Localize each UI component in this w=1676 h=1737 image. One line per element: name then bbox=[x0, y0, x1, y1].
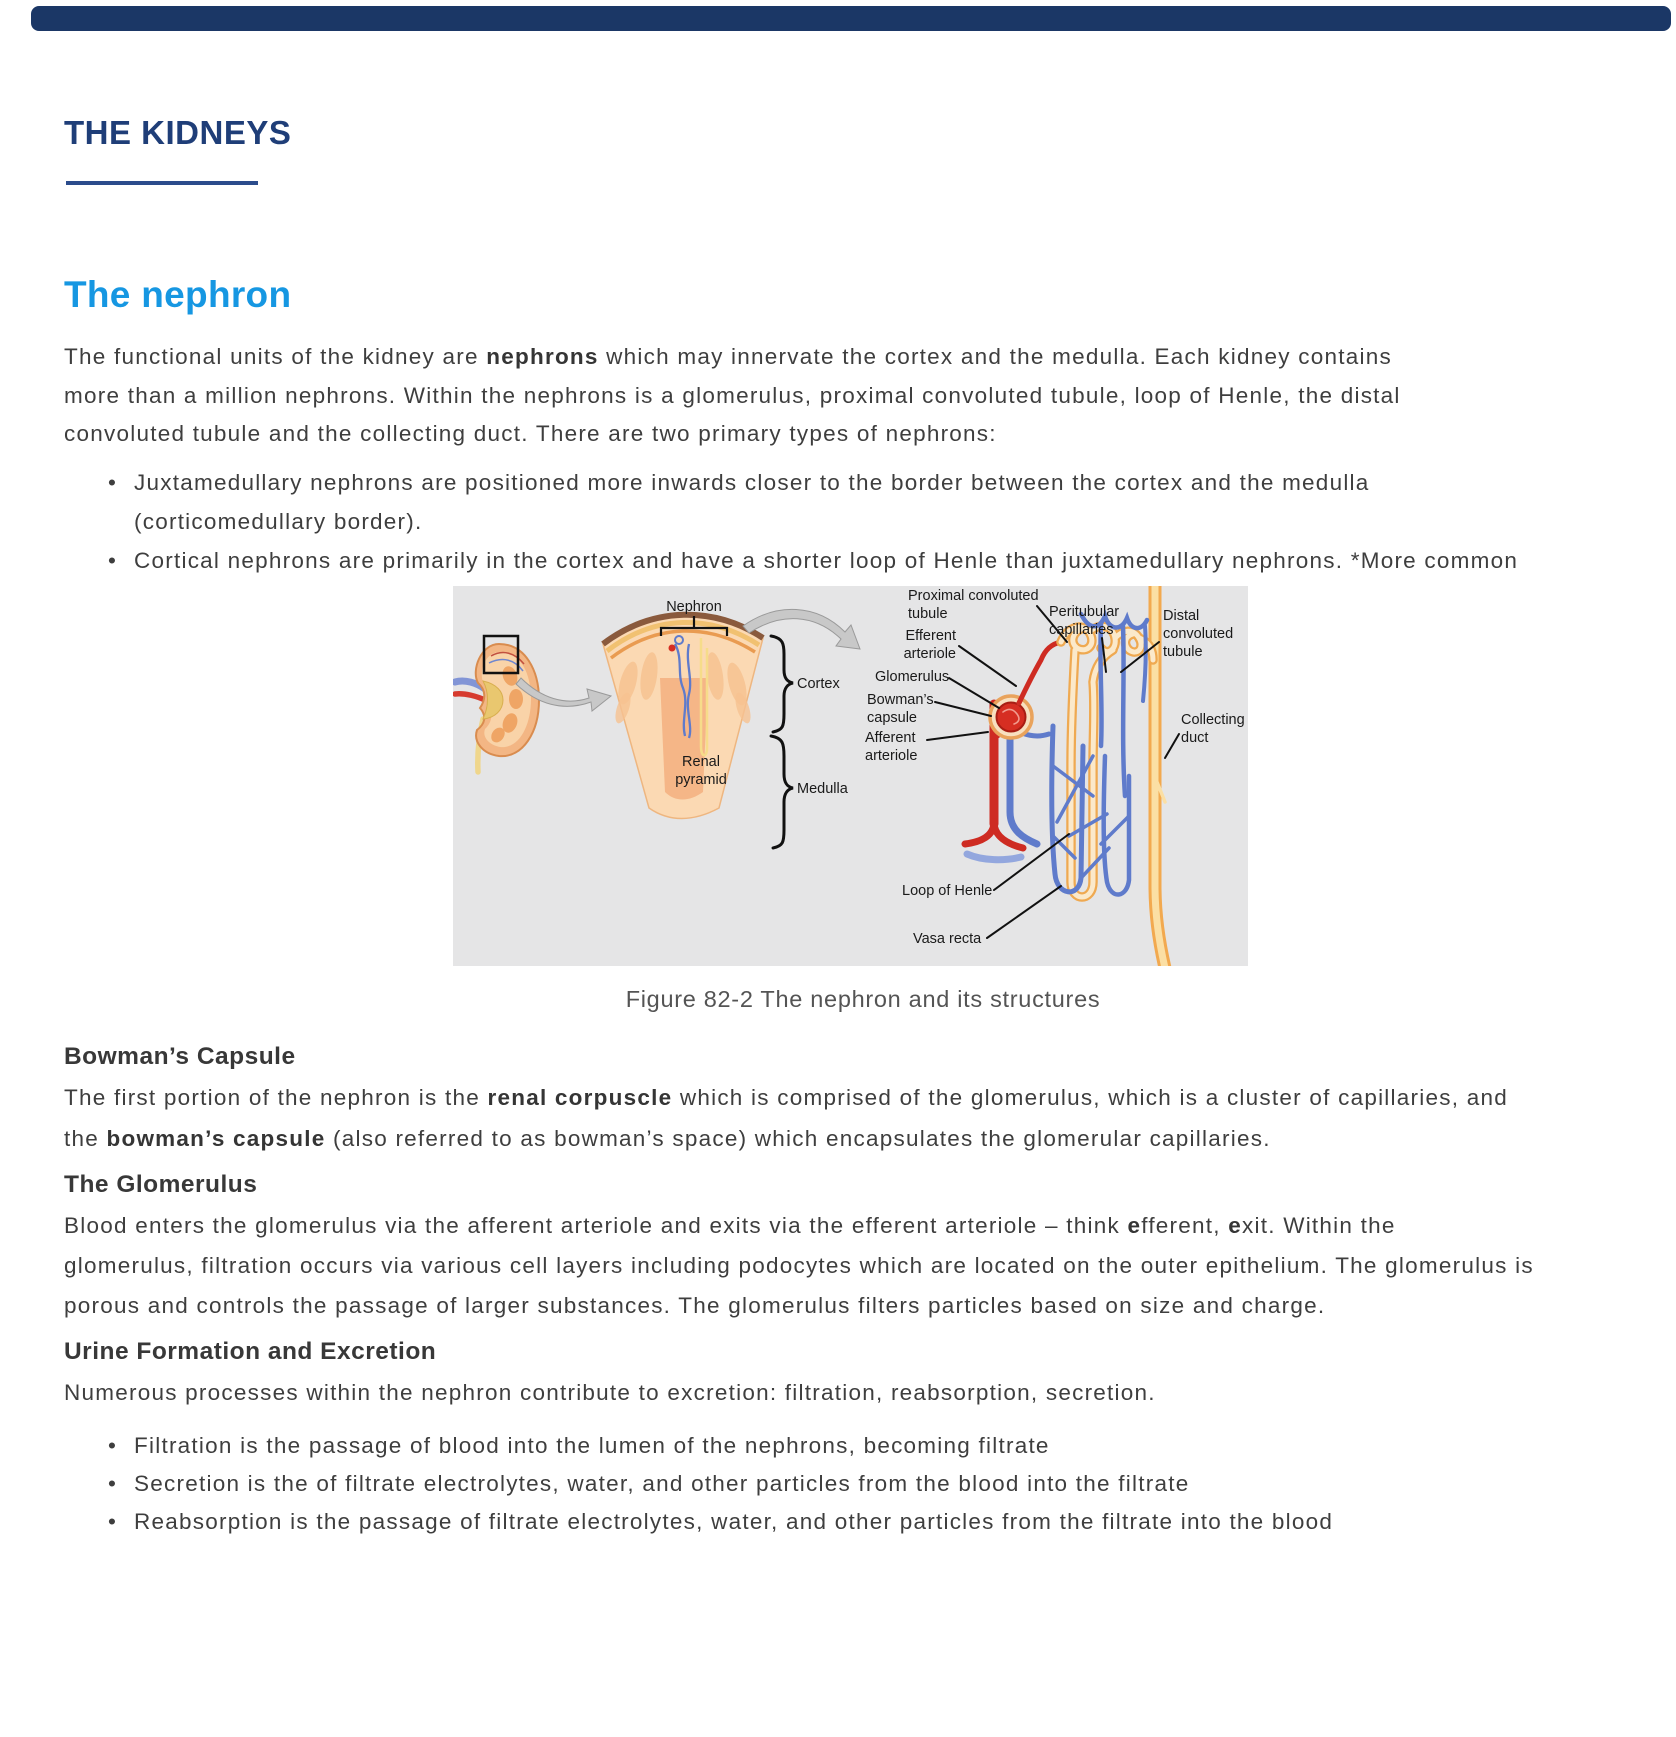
figure-label-distal: tubule bbox=[1163, 644, 1203, 660]
title-underline bbox=[66, 181, 258, 185]
figure-caption: Figure 82-2 The nephron and its structur… bbox=[625, 986, 1101, 1012]
figure-label-bowmans: capsule bbox=[867, 710, 917, 726]
figure-label-proximal: Proximal convoluted bbox=[908, 588, 1039, 604]
text-line: porous and controls the passage of large… bbox=[64, 1293, 1326, 1318]
renal-pyramid-wedge bbox=[601, 611, 765, 820]
text-line: Numerous processes within the nephron co… bbox=[64, 1380, 1156, 1405]
kidney-illustration bbox=[453, 634, 541, 775]
leader-lines bbox=[926, 605, 1180, 939]
page-title: THE KIDNEYS bbox=[64, 114, 292, 151]
kidney-zoom-box bbox=[482, 634, 520, 675]
nephron-detail-labels: Proximal convoluted tubule Peritubular c… bbox=[865, 588, 1245, 947]
cortex-medulla-braces: Cortex Medulla bbox=[769, 634, 849, 850]
figure-label-loop-of-henle: Loop of Henle bbox=[902, 883, 992, 899]
figure-label-nephron: Nephron bbox=[666, 599, 722, 615]
section-heading-urine-formation: Urine Formation and Excretion bbox=[64, 1338, 437, 1365]
intro-line: convoluted tubule and the collecting duc… bbox=[64, 421, 997, 446]
figure-label-efferent: arteriole bbox=[904, 646, 956, 662]
intro-paragraph: The functional units of the kidney are n… bbox=[64, 338, 1644, 454]
top-accent-bar bbox=[31, 6, 1671, 31]
nephron-detail bbox=[926, 586, 1180, 966]
intro-line: more than a million nephrons. Within the… bbox=[64, 382, 1401, 408]
nephron-type-list: Juxtamedullary nephrons are positioned m… bbox=[64, 463, 1654, 580]
list-item: Juxtamedullary nephrons are positioned m… bbox=[64, 463, 1654, 502]
nephron-figure: Nephron Cortex Medulla Renal pyramid bbox=[453, 586, 1248, 966]
text-line: Blood enters the glomerulus via the affe… bbox=[64, 1213, 1396, 1238]
lower-sections: Bowman’s Capsule The first portion of th… bbox=[64, 1042, 1654, 1541]
figure-label-vasa-recta: Vasa recta bbox=[913, 931, 982, 947]
nephron-figure-svg: Nephron Cortex Medulla Renal pyramid bbox=[453, 586, 1248, 966]
arrow-kidney-to-wedge bbox=[515, 677, 613, 712]
arrow-wedge-to-nephron bbox=[742, 609, 861, 650]
section-heading-bowmans-capsule: Bowman’s Capsule bbox=[64, 1043, 296, 1070]
list-item: Cortical nephrons are primarily in the c… bbox=[64, 541, 1654, 580]
figure-label-renal-pyramid: Renal bbox=[682, 754, 720, 770]
excretion-process-list: Filtration is the passage of blood into … bbox=[64, 1427, 1654, 1541]
figure-label-peritubular: Peritubular bbox=[1049, 604, 1119, 620]
text-line: the bowman’s capsule (also referred to a… bbox=[64, 1125, 1271, 1151]
figure-label-proximal: tubule bbox=[908, 606, 948, 622]
figure-label-distal: Distal bbox=[1163, 608, 1199, 624]
figure-label-afferent: arteriole bbox=[865, 748, 917, 764]
list-item-continuation: (corticomedullary border). bbox=[134, 509, 423, 534]
list-item: Secretion is the of filtrate electrolyte… bbox=[64, 1465, 1654, 1503]
bowmans-capsule-paragraph: The first portion of the nephron is the … bbox=[64, 1078, 1654, 1159]
section-heading-glomerulus: The Glomerulus bbox=[64, 1171, 258, 1198]
figure-label-collecting: Collecting bbox=[1181, 712, 1245, 728]
figure-label-glomerulus: Glomerulus bbox=[875, 669, 949, 685]
figure-label-cortex: Cortex bbox=[797, 676, 840, 692]
tubules-fill bbox=[1058, 623, 1156, 900]
figure-label-collecting: duct bbox=[1181, 730, 1208, 746]
capillary-network bbox=[1049, 609, 1150, 897]
glomerulus-paragraph: Blood enters the glomerulus via the affe… bbox=[64, 1206, 1654, 1326]
figure-label-peritubular: capillaries bbox=[1049, 622, 1113, 638]
figure-label-medulla: Medulla bbox=[797, 781, 849, 797]
figure-label-renal-pyramid: pyramid bbox=[675, 772, 727, 788]
list-item: Filtration is the passage of blood into … bbox=[64, 1427, 1654, 1465]
nephron-label-group: Nephron bbox=[659, 599, 729, 636]
section-heading-nephron: The nephron bbox=[64, 274, 292, 315]
urine-formation-paragraph: Numerous processes within the nephron co… bbox=[64, 1373, 1654, 1413]
intro-line: The functional units of the kidney are n… bbox=[64, 344, 1392, 369]
text-line: glomerulus, filtration occurs via variou… bbox=[64, 1253, 1534, 1278]
figure-label-afferent: Afferent bbox=[865, 730, 916, 746]
figure-label-efferent: Efferent bbox=[905, 628, 956, 644]
list-item: Reabsorption is the passage of filtrate … bbox=[64, 1503, 1654, 1541]
text-line: The first portion of the nephron is the … bbox=[64, 1085, 1508, 1110]
figure-label-bowmans: Bowman’s bbox=[867, 692, 934, 708]
figure-label-distal: convoluted bbox=[1163, 626, 1233, 642]
